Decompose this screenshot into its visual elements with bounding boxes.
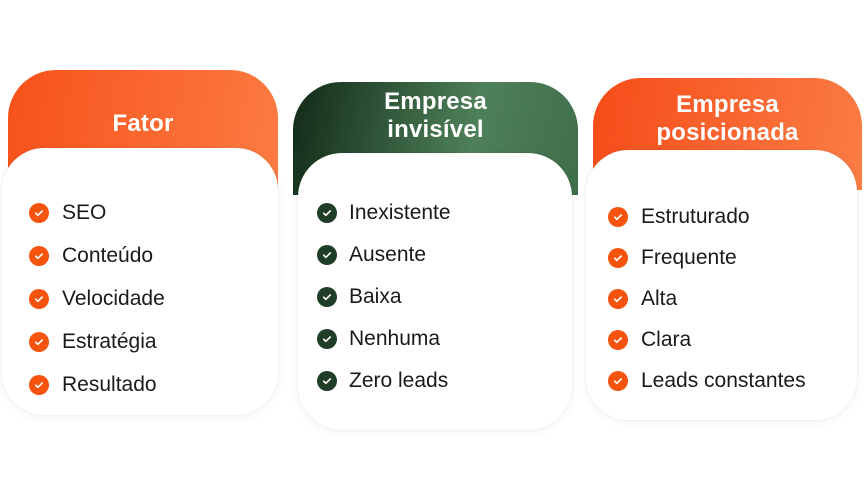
list-item: Frequente bbox=[608, 244, 857, 272]
column-card-fator: Fator SEO Conteúdo Velocidade Estratégia… bbox=[2, 70, 278, 415]
check-icon bbox=[317, 287, 337, 307]
check-icon bbox=[317, 371, 337, 391]
list-item: SEO bbox=[29, 199, 278, 227]
list-item: Baixa bbox=[317, 283, 572, 311]
check-icon bbox=[608, 248, 628, 268]
list-item-label: Nenhuma bbox=[349, 327, 441, 350]
list-item-label: Frequente bbox=[641, 246, 737, 269]
check-icon bbox=[608, 289, 628, 309]
check-icon bbox=[608, 207, 628, 227]
list-item-label: Resultado bbox=[62, 373, 157, 396]
card-title: Empresa posicionada bbox=[656, 91, 799, 146]
list-item-label: SEO bbox=[62, 201, 107, 224]
column-card-empresa-posicionada: Empresa posicionada Estruturado Frequent… bbox=[586, 78, 862, 420]
card-title: Empresa invisível bbox=[384, 88, 487, 143]
list-item: Velocidade bbox=[29, 285, 278, 313]
list-item-label: Estruturado bbox=[641, 205, 750, 228]
list-item: Resultado bbox=[29, 371, 278, 399]
list-item-label: Baixa bbox=[349, 285, 402, 308]
check-icon bbox=[317, 245, 337, 265]
check-icon bbox=[317, 329, 337, 349]
column-card-empresa-invisivel: Empresa invisível Inexistente Ausente Ba… bbox=[293, 82, 578, 430]
list-item: Zero leads bbox=[317, 367, 572, 395]
card-list: Estruturado Frequente Alta Clara Leads c… bbox=[586, 150, 857, 395]
card-body: Inexistente Ausente Baixa Nenhuma Zero l… bbox=[298, 153, 572, 430]
check-icon bbox=[29, 332, 49, 352]
check-icon bbox=[29, 246, 49, 266]
list-item-label: Leads constantes bbox=[641, 369, 806, 392]
card-title: Fator bbox=[112, 110, 174, 137]
list-item: Estruturado bbox=[608, 203, 857, 231]
list-item-label: Estratégia bbox=[62, 330, 157, 353]
check-icon bbox=[608, 330, 628, 350]
list-item-label: Conteúdo bbox=[62, 244, 154, 267]
list-item-label: Inexistente bbox=[349, 201, 451, 224]
check-icon bbox=[29, 203, 49, 223]
list-item: Conteúdo bbox=[29, 242, 278, 270]
check-icon bbox=[29, 289, 49, 309]
list-item: Alta bbox=[608, 285, 857, 313]
check-icon bbox=[317, 203, 337, 223]
list-item: Estratégia bbox=[29, 328, 278, 356]
list-item: Leads constantes bbox=[608, 367, 857, 395]
list-item: Inexistente bbox=[317, 199, 572, 227]
card-body: SEO Conteúdo Velocidade Estratégia Resul… bbox=[2, 148, 278, 415]
card-list: Inexistente Ausente Baixa Nenhuma Zero l… bbox=[298, 153, 572, 395]
list-item: Clara bbox=[608, 326, 857, 354]
list-item: Nenhuma bbox=[317, 325, 572, 353]
list-item-label: Alta bbox=[641, 287, 678, 310]
card-list: SEO Conteúdo Velocidade Estratégia Resul… bbox=[2, 148, 278, 399]
list-item-label: Clara bbox=[641, 328, 692, 351]
check-icon bbox=[608, 371, 628, 391]
check-icon bbox=[29, 375, 49, 395]
list-item-label: Velocidade bbox=[62, 287, 165, 310]
list-item-label: Zero leads bbox=[349, 369, 449, 392]
list-item: Ausente bbox=[317, 241, 572, 269]
card-body: Estruturado Frequente Alta Clara Leads c… bbox=[586, 150, 857, 420]
list-item-label: Ausente bbox=[349, 243, 427, 266]
